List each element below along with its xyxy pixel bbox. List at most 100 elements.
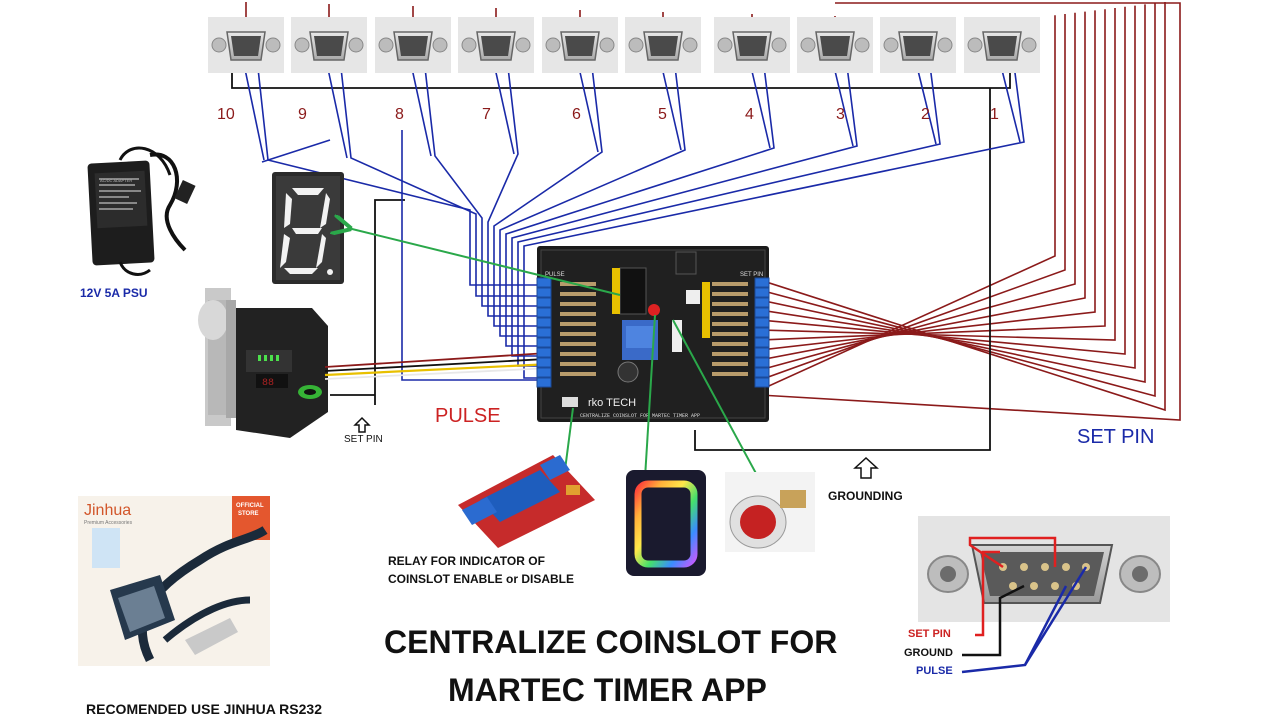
resistor xyxy=(712,342,748,346)
resistor xyxy=(712,372,748,376)
resistor xyxy=(712,352,748,356)
terminal-block xyxy=(754,277,770,288)
terminal-block xyxy=(536,297,552,308)
rgb-led-frame xyxy=(626,470,706,576)
board-right-header: SET PIN xyxy=(740,272,763,278)
db9-set-pin-label: SET PIN xyxy=(908,628,951,640)
pulse-wire xyxy=(493,49,603,327)
db9-ground-label: GROUND xyxy=(904,647,953,659)
pulse-wire xyxy=(511,49,858,357)
board-brand: rko TECH xyxy=(588,397,636,409)
port-number-label: 4 xyxy=(745,106,754,123)
relay-module xyxy=(458,455,595,548)
port-number-label: 6 xyxy=(572,106,581,123)
jinhua-tagline: Premium Accessories xyxy=(84,520,133,526)
db9-pulse-label: PULSE xyxy=(916,665,953,677)
resistor xyxy=(712,302,748,306)
up-arrow-icon xyxy=(353,416,371,433)
port-number-label: 9 xyxy=(298,106,307,123)
terminal-block xyxy=(536,307,552,318)
terminal-block xyxy=(754,327,770,338)
db9-connector xyxy=(880,17,956,73)
db9-pinout-photo xyxy=(918,516,1170,674)
board-silkscreen: CENTRALIZE COINSLOT FOR MARTEC TIMER APP xyxy=(580,413,700,419)
pulse-wire xyxy=(523,49,1025,379)
svg-text:88: 88 xyxy=(262,378,274,389)
set-pin-wire xyxy=(759,9,1106,341)
set-pin-wire xyxy=(759,3,1156,398)
resistor xyxy=(712,292,748,296)
coin-acceptor: 88 xyxy=(198,288,328,438)
set-pin-small-label: SET PIN xyxy=(344,434,383,445)
psu-label: 12V 5A PSU xyxy=(80,286,148,300)
resistor xyxy=(560,362,596,366)
page-title-line1: CENTRALIZE COINSLOT FOR xyxy=(384,624,838,660)
db9-connector xyxy=(797,17,873,73)
terminal-block xyxy=(754,377,770,388)
terminal-block xyxy=(536,317,552,328)
set-pin-label: SET PIN xyxy=(1077,426,1155,448)
port-number-label: 8 xyxy=(395,106,404,123)
db9-connector xyxy=(375,17,451,73)
terminal-block xyxy=(754,337,770,348)
jinhua-rs232-cable xyxy=(78,496,270,666)
terminal-block xyxy=(536,347,552,358)
set-pin-wire xyxy=(759,2,1166,412)
terminal-block xyxy=(536,287,552,298)
pulse-wire xyxy=(499,49,686,337)
jinhua-badge-bottom: STORE xyxy=(238,511,259,517)
port-number-label: 10 xyxy=(217,106,235,123)
db9-connector xyxy=(625,17,701,73)
set-pin-wire xyxy=(759,15,1056,391)
resistor xyxy=(712,312,748,316)
pulse-label: PULSE xyxy=(435,405,501,427)
grounding-label: GROUNDING xyxy=(828,489,903,503)
resistor xyxy=(712,282,748,286)
up-arrow-icon xyxy=(853,456,879,479)
resistor xyxy=(560,342,596,346)
set-pin-wire xyxy=(759,2,1181,421)
db9-connector xyxy=(542,17,618,73)
terminal-block xyxy=(536,277,552,288)
controller-board: PULSE SET PIN rko TECH CENTRALIZE COINSL… xyxy=(536,246,770,422)
db9-connector xyxy=(964,17,1040,73)
pulse-wire xyxy=(261,139,331,163)
pulse-wire xyxy=(422,49,540,307)
terminal-block xyxy=(754,297,770,308)
jinhua-note: RECOMENDED USE JINHUA RS232 xyxy=(86,701,322,717)
terminal-block xyxy=(754,307,770,318)
resistor xyxy=(560,332,596,336)
pulse-wires xyxy=(240,49,1025,381)
set-pin-wire xyxy=(759,5,1136,369)
db9-connector xyxy=(714,17,790,73)
signal-wires xyxy=(348,228,766,491)
jinhua-brand: Jinhua xyxy=(84,502,131,519)
resistor xyxy=(560,352,596,356)
seven-segment-display xyxy=(272,172,344,284)
resistor xyxy=(560,312,596,316)
db9-connector xyxy=(208,17,284,73)
port-number-label: 5 xyxy=(658,106,667,123)
resistor xyxy=(560,292,596,296)
jinhua-badge-top: OFFICIAL xyxy=(236,503,264,509)
page-title-line2: MARTEC TIMER APP xyxy=(448,672,767,708)
relay-label-line2: COINSLOT ENABLE or DISABLE xyxy=(388,572,575,586)
resistor xyxy=(560,372,596,376)
push-button xyxy=(725,472,815,552)
terminal-block xyxy=(536,367,552,378)
resistor xyxy=(560,302,596,306)
ground-bus xyxy=(231,70,1011,451)
db9-connector xyxy=(291,17,367,73)
pulse-wire xyxy=(338,49,540,297)
set-pin-wires xyxy=(245,2,1181,421)
set-pin-wire xyxy=(759,8,1116,341)
terminal-block xyxy=(536,357,552,368)
terminal-block xyxy=(536,337,552,348)
terminal-block xyxy=(536,377,552,388)
set-pin-wire xyxy=(759,6,1126,355)
set-pin-wire xyxy=(759,11,1086,361)
pulse-wire xyxy=(401,130,540,381)
port-number-label: 2 xyxy=(921,106,930,123)
